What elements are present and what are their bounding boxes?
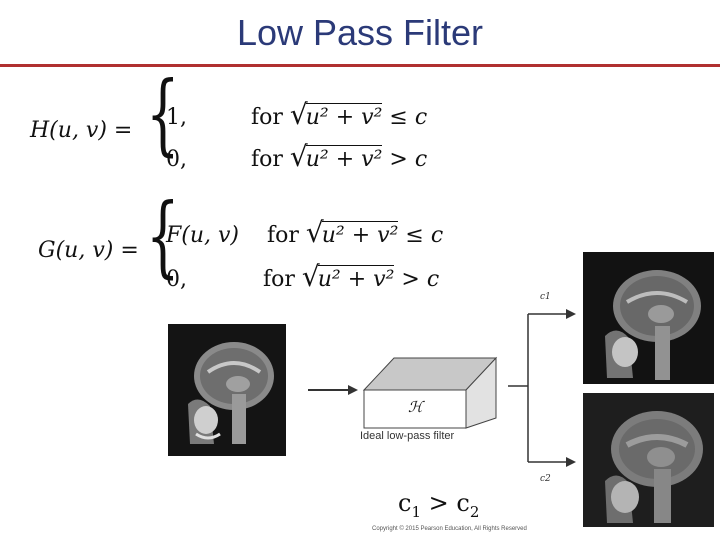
branch-arrows bbox=[508, 309, 576, 467]
filter-label: Ideal low-pass filter bbox=[360, 430, 455, 442]
h-case1-radicand: u² + v² bbox=[305, 105, 383, 130]
g-case2: 0, for √u² + v² > c bbox=[166, 260, 439, 293]
sqrt-symbol: √ bbox=[305, 216, 324, 249]
output-mri-image-c2 bbox=[583, 393, 714, 527]
c1-symbol: c bbox=[398, 489, 412, 517]
input-arrow bbox=[308, 385, 358, 395]
g-case1-value: F(u, v) bbox=[166, 223, 240, 248]
c2-subscript: 2 bbox=[469, 502, 480, 521]
g-case1-op: ≤ c bbox=[405, 223, 444, 248]
input-mri-image bbox=[168, 324, 286, 456]
h-case1: 1, for √u² + v² ≤ c bbox=[166, 98, 427, 131]
h-case2-for: for bbox=[251, 147, 283, 172]
copyright-notice: Copyright © 2015 Pearson Education, All … bbox=[372, 526, 527, 532]
g-case1-radicand: u² + v² bbox=[321, 223, 399, 248]
g-case1: F(u, v) for √u² + v² ≤ c bbox=[166, 216, 443, 249]
sqrt-symbol: √ bbox=[289, 98, 308, 131]
sqrt-symbol: √ bbox=[301, 260, 320, 293]
c1-label: c1 bbox=[540, 292, 551, 302]
g-case2-radicand: u² + v² bbox=[317, 267, 395, 292]
h-case1-value: 1, bbox=[166, 105, 187, 130]
greater-than: > bbox=[421, 489, 457, 517]
g-case2-op: > c bbox=[401, 267, 440, 292]
h-case1-for: for bbox=[251, 105, 283, 130]
g-lhs: G(u, v) = bbox=[38, 238, 139, 263]
h-lhs: H(u, v) = bbox=[30, 118, 133, 143]
g-case1-for: for bbox=[267, 223, 299, 248]
g-brace: { bbox=[146, 184, 180, 287]
h-case2: 0, for √u² + v² > c bbox=[166, 140, 427, 173]
h-case2-value: 0, bbox=[166, 147, 187, 172]
h-brace: { bbox=[146, 62, 180, 165]
h-case2-radicand: u² + v² bbox=[305, 147, 383, 172]
slide-title: Low Pass Filter bbox=[236, 12, 484, 53]
c1-subscript: 1 bbox=[411, 502, 421, 521]
g-case2-value: 0, bbox=[166, 267, 187, 292]
sqrt-symbol: √ bbox=[289, 140, 308, 173]
g-case2-for: for bbox=[263, 267, 295, 292]
h-case1-op: ≤ c bbox=[389, 105, 428, 130]
filter-symbol: ℋ bbox=[408, 398, 423, 416]
output-mri-image-c1 bbox=[583, 252, 714, 384]
title-rule bbox=[0, 64, 720, 67]
cutoff-comparison: c1 > c2 bbox=[398, 489, 479, 521]
filter-box bbox=[362, 356, 498, 429]
h-case2-op: > c bbox=[389, 147, 428, 172]
c2-symbol: c bbox=[456, 489, 470, 517]
c2-label: c2 bbox=[540, 474, 551, 484]
